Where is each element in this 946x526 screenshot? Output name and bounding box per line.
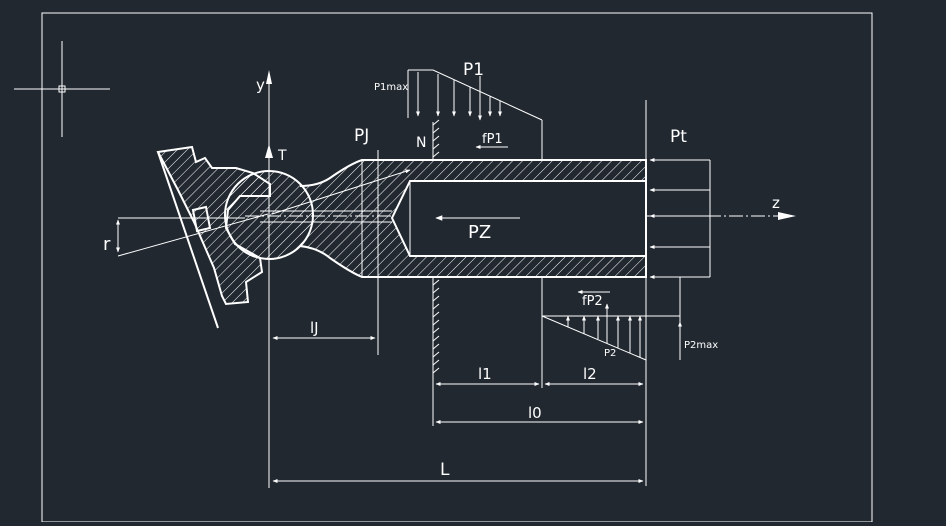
pj-label: PJ	[354, 126, 369, 146]
l0-label: l0	[528, 404, 542, 422]
fp1-label: fP1	[482, 132, 503, 147]
t-label: T	[277, 148, 287, 164]
pt-load: Pt	[645, 100, 711, 279]
dimension-l1: l1	[435, 365, 540, 386]
dimension-lj: lJ	[272, 319, 376, 340]
p1-label: P1	[463, 60, 484, 80]
pt-label: Pt	[670, 127, 687, 147]
y-axis-label: y	[256, 76, 265, 94]
z-axis-label: z	[772, 194, 780, 212]
r-label: r	[103, 234, 111, 255]
dimension-l0: l0	[432, 380, 647, 426]
lj-label: lJ	[310, 319, 319, 337]
pj-force: PJ	[354, 126, 379, 355]
l2-label: l2	[583, 365, 597, 383]
y-axis: y	[256, 70, 272, 488]
p2-load-distribution: fP2 P2 P2max	[541, 277, 718, 388]
dimension-L: L	[272, 426, 647, 486]
p2max-label: P2max	[684, 340, 718, 351]
L-label: L	[440, 460, 450, 480]
pz-force: PZ	[435, 215, 520, 243]
l1-label: l1	[478, 365, 492, 383]
pz-label: PZ	[468, 222, 491, 243]
t-force-arrow: T	[265, 144, 287, 164]
fp2-label: fP2	[582, 294, 603, 309]
n-wall-support: N	[416, 119, 440, 380]
p1max-label: P1max	[374, 82, 408, 93]
p2-label: P2	[604, 348, 616, 359]
crosshair-cursor-icon	[14, 41, 110, 137]
n-label: N	[416, 135, 426, 151]
p1-load-distribution: P1 P1max fP1	[374, 60, 543, 160]
dimension-l2: l2	[544, 365, 644, 386]
